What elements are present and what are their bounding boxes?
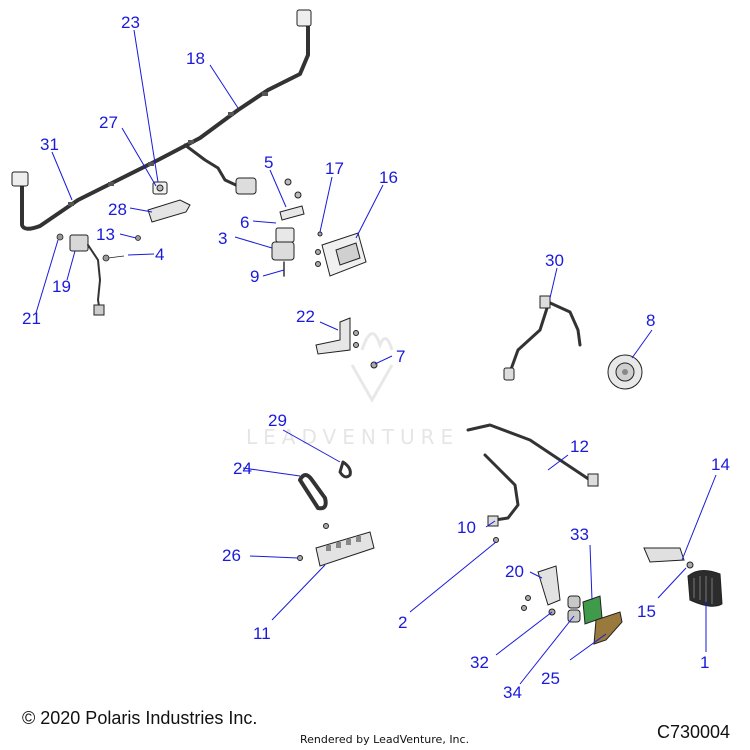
callout-12: 12 bbox=[570, 437, 589, 456]
regulator-assembly bbox=[643, 547, 723, 607]
bracket-25 bbox=[593, 611, 623, 645]
callout-14: 14 bbox=[711, 455, 730, 474]
callout-23: 23 bbox=[121, 13, 140, 32]
straps-24-29 bbox=[298, 460, 352, 511]
bracket-28 bbox=[147, 199, 191, 223]
callout-5: 5 bbox=[264, 153, 273, 172]
callout-labels: 1 2 3 4 5 6 7 8 9 10 11 12 13 14 15 16 1… bbox=[22, 13, 730, 702]
callout-22: 22 bbox=[296, 307, 315, 326]
callout-6: 6 bbox=[240, 213, 249, 232]
callout-18: 18 bbox=[186, 49, 205, 68]
callout-10: 10 bbox=[457, 518, 476, 537]
callout-13: 13 bbox=[96, 225, 115, 244]
main-wire-harness bbox=[11, 9, 312, 231]
callout-28: 28 bbox=[108, 200, 127, 219]
callout-9: 9 bbox=[250, 267, 259, 286]
harness-12 bbox=[466, 423, 599, 543]
copyright-text: © 2020 Polaris Industries Inc. bbox=[22, 708, 258, 728]
callout-32: 32 bbox=[470, 653, 489, 672]
diagram-id: C730004 bbox=[657, 722, 731, 742]
callout-24: 24 bbox=[233, 459, 252, 478]
callout-8: 8 bbox=[646, 311, 655, 330]
bracket-20 bbox=[521, 565, 561, 611]
callout-1: 1 bbox=[700, 653, 709, 672]
callout-7: 7 bbox=[396, 347, 405, 366]
callout-17: 17 bbox=[325, 159, 344, 178]
callout-26: 26 bbox=[222, 546, 241, 565]
sensor-19 bbox=[69, 234, 105, 316]
callout-27: 27 bbox=[99, 113, 118, 132]
callout-11: 11 bbox=[253, 624, 271, 643]
fuse-block-11 bbox=[297, 523, 375, 567]
callout-25: 25 bbox=[541, 669, 560, 688]
leader-lines bbox=[35, 29, 717, 685]
relay-assembly bbox=[271, 178, 323, 277]
callout-30: 30 bbox=[545, 251, 564, 270]
callout-31: 31 bbox=[40, 135, 59, 154]
callout-29: 29 bbox=[268, 411, 287, 430]
callout-33: 33 bbox=[570, 525, 589, 544]
callout-34: 34 bbox=[503, 683, 522, 702]
callout-2: 2 bbox=[398, 613, 407, 632]
watermark-logo bbox=[350, 332, 394, 404]
horn-8 bbox=[607, 354, 643, 390]
callout-20: 20 bbox=[505, 562, 524, 581]
callout-16: 16 bbox=[379, 168, 398, 187]
callout-3: 3 bbox=[218, 229, 227, 248]
callout-15: 15 bbox=[637, 602, 656, 621]
harness-30 bbox=[503, 295, 582, 381]
connector-23-27 bbox=[152, 181, 168, 195]
callout-21: 21 bbox=[22, 309, 41, 328]
bracket-22 bbox=[315, 317, 378, 369]
watermark-text: LEADVENTURE bbox=[246, 425, 460, 449]
callout-19: 19 bbox=[52, 277, 71, 296]
rendered-by-text: Rendered by LeadVenture, Inc. bbox=[300, 733, 470, 746]
callout-4: 4 bbox=[155, 245, 164, 264]
ecu-16 bbox=[321, 232, 367, 277]
